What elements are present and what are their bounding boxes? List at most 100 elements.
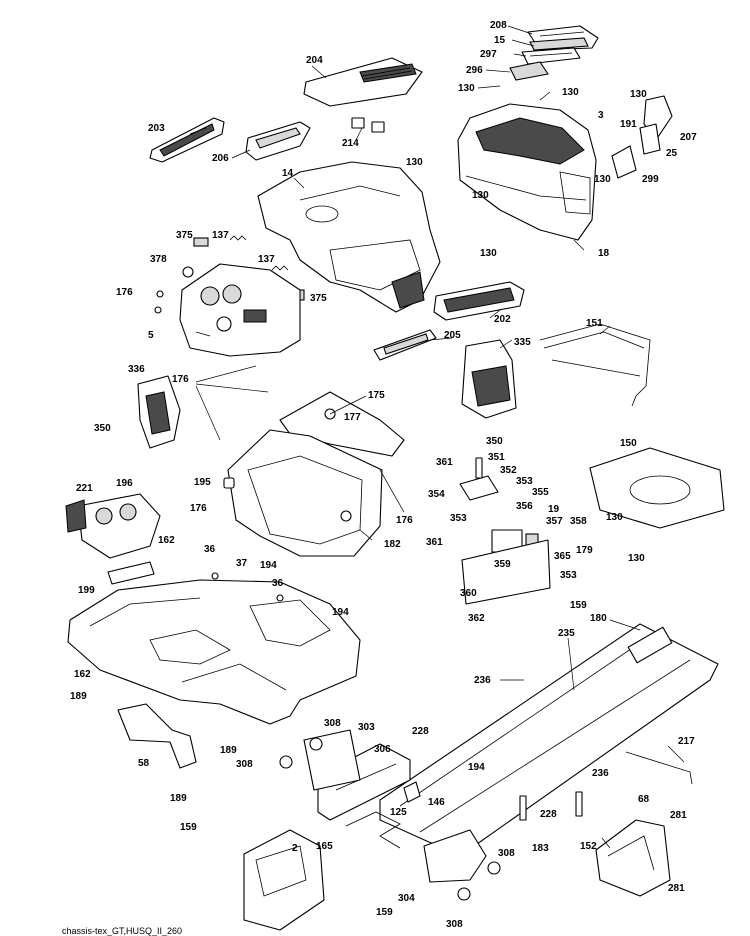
callout-235: 235 [558,628,575,639]
callout-228: 228 [540,809,557,820]
callout-308: 308 [324,718,341,729]
callout-180: 180 [590,613,607,624]
callout-202: 202 [494,314,511,325]
callout-362: 362 [468,613,485,624]
callout-236: 236 [474,675,491,686]
part-221-decal [65,499,87,533]
callout-335: 335 [514,337,531,348]
callout-189: 189 [220,745,237,756]
part-14-hood [257,161,441,313]
callout-352: 352 [500,465,517,476]
callout-137: 137 [212,230,229,241]
callout-130: 130 [594,174,611,185]
diagram-footer-reference: chassis-tex_GT,HUSQ_II_260 [62,926,182,936]
part-151-bracket [539,323,651,407]
part-304-bracket [423,829,487,883]
callout-37: 37 [236,558,248,569]
callout-195: 195 [194,477,211,488]
callout-361: 361 [436,457,453,468]
callout-130: 130 [472,190,489,201]
callout-183: 183 [532,843,549,854]
callout-19: 19 [548,504,560,515]
callout-18: 18 [598,248,610,259]
callout-308: 308 [498,848,515,859]
callout-176: 176 [172,374,189,385]
callout-182: 182 [384,539,401,550]
part-214-bulb [351,117,385,133]
callout-375: 375 [176,230,193,241]
callout-236: 236 [592,768,609,779]
part-137-spring [229,235,289,271]
callout-351: 351 [488,452,505,463]
callout-25: 25 [666,148,678,159]
part-195-knob [223,477,235,489]
callout-217: 217 [678,736,695,747]
part-205-trim [373,329,437,361]
callout-5: 5 [148,330,154,341]
part-2-rear-plate [243,829,325,931]
callout-297: 297 [480,49,497,60]
callout-308: 308 [236,759,253,770]
part-165-rod [345,811,401,849]
callout-146: 146 [428,797,445,808]
callout-189: 189 [70,691,87,702]
part-360-mount-bracket [461,539,551,605]
callout-350: 350 [94,423,111,434]
part-36-bolts [211,572,284,602]
callout-194: 194 [260,560,277,571]
callout-189: 189 [170,793,187,804]
part-58-bracket [117,703,197,769]
callout-130: 130 [406,157,423,168]
callout-125: 125 [390,807,407,818]
callout-350: 350 [486,436,503,447]
callout-358: 358 [570,516,587,527]
callout-208: 208 [490,20,507,31]
part-15-hood-strip [529,37,589,51]
callout-177: 177 [344,412,361,423]
callout-176: 176 [190,503,207,514]
callout-150: 150 [620,438,637,449]
callout-359: 359 [494,559,511,570]
part-297-grille-insert [521,47,581,65]
callout-3: 3 [598,110,604,121]
callout-130: 130 [606,512,623,523]
part-199-bracket [107,561,155,585]
callout-375: 375 [310,293,327,304]
callout-130: 130 [628,553,645,564]
callout-36: 36 [272,578,284,589]
callout-199: 199 [78,585,95,596]
part-203-headlight-lens [149,117,225,163]
part-335-battery-cover [461,339,517,419]
callout-207: 207 [680,132,697,143]
part-152-seat-bracket [595,819,671,897]
callout-194: 194 [468,762,485,773]
callout-296: 296 [466,65,483,76]
part-204-hood-panel [303,57,423,107]
callout-15: 15 [494,35,506,46]
part-37-rear-fender [67,579,361,725]
part-299-lamp [611,145,637,179]
callout-130: 130 [458,83,475,94]
callout-2: 2 [292,843,298,854]
part-352-solenoid-plate [459,457,499,501]
part-308-bushings [279,737,501,901]
callout-365: 365 [554,551,571,562]
callout-308: 308 [446,919,463,930]
callout-159: 159 [376,907,393,918]
callout-159: 159 [180,822,197,833]
callout-336: 336 [128,364,145,375]
callout-354: 354 [428,489,445,500]
callout-162: 162 [74,669,91,680]
callout-361: 361 [426,537,443,548]
leader-lines [189,25,685,849]
part-336-side-panel [137,375,181,449]
callout-204: 204 [306,55,323,66]
callout-152: 152 [580,841,597,852]
part-196-fender-cover [77,493,161,559]
callout-194: 194 [332,607,349,618]
callout-191: 191 [620,119,637,130]
callout-205: 205 [444,330,461,341]
callout-353: 353 [560,570,577,581]
callout-281: 281 [670,810,687,821]
